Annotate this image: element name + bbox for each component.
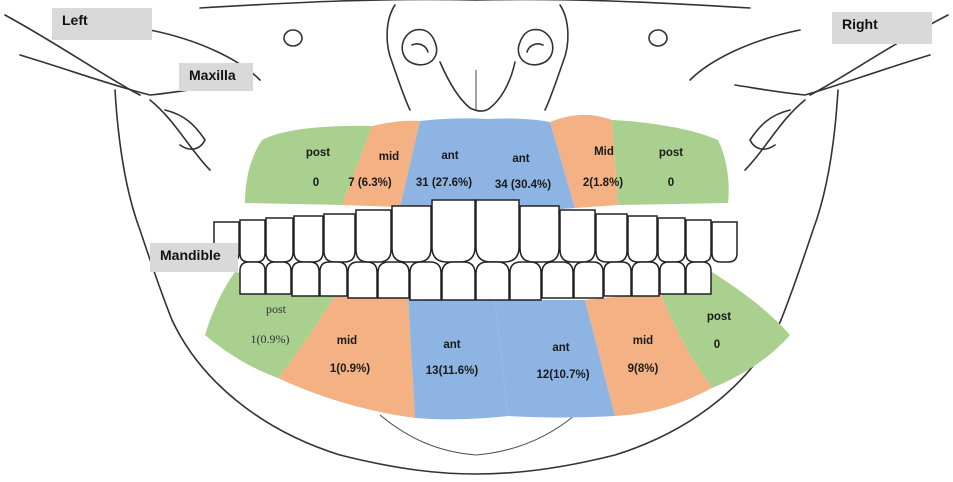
- maxilla-right-mid-name: Mid: [594, 146, 614, 158]
- maxilla-left-post-value: 0: [313, 177, 319, 189]
- maxilla-left-mid-value: 7 (6.3%): [348, 177, 392, 189]
- maxilla-right-post-region: [612, 120, 729, 205]
- maxilla-label: Maxilla: [179, 63, 253, 91]
- lower-tooth: [476, 262, 509, 300]
- lower-tooth: [686, 262, 711, 294]
- right-side-label: Right: [832, 12, 932, 44]
- lower-tooth: [266, 262, 291, 294]
- lower-tooth: [292, 262, 319, 296]
- upper-tooth: [240, 220, 265, 262]
- maxilla-right-post-name: post: [659, 147, 683, 159]
- lower-tooth: [510, 262, 541, 300]
- lower-tooth: [442, 262, 475, 300]
- nasal-aperture: [387, 5, 568, 111]
- mandible-left-post-name: post: [266, 302, 287, 316]
- mandible-left-mid-value: 1(0.9%): [330, 363, 370, 375]
- mandible-right-post-value: 0: [714, 339, 720, 351]
- maxilla-left-ant-name: ant: [441, 150, 458, 162]
- mandible-left-ant-region: [408, 296, 508, 419]
- upper-tooth: [560, 210, 595, 262]
- maxilla-left-ant-value: 31 (27.6%): [416, 177, 472, 189]
- upper-tooth: [658, 218, 685, 262]
- lower-tooth: [410, 262, 441, 300]
- mandible-right-ant-name: ant: [552, 342, 569, 354]
- mandible-label: Mandible: [150, 243, 238, 272]
- maxilla-right-mid-value: 2(1.8%): [583, 177, 623, 189]
- upper-tooth: [266, 218, 293, 262]
- maxilla-right-post-value: 0: [668, 177, 674, 189]
- upper-tooth: [324, 214, 355, 262]
- lower-tooth: [240, 262, 265, 294]
- upper-tooth: [294, 216, 323, 262]
- lower-tooth: [348, 262, 377, 298]
- lower-tooth: [320, 262, 347, 296]
- maxilla-left-mid-name: mid: [379, 151, 399, 163]
- maxilla-right-ant-value: 34 (30.4%): [495, 179, 551, 191]
- mandible-right-post-name: post: [707, 311, 731, 323]
- upper-tooth: [712, 222, 737, 262]
- lower-tooth: [660, 262, 685, 294]
- lower-tooth: [378, 262, 409, 298]
- mandible-right-ant-value: 12(10.7%): [536, 369, 589, 381]
- mandible-left-mid-name: mid: [337, 335, 357, 347]
- upper-tooth: [520, 206, 559, 262]
- lower-tooth: [542, 262, 573, 298]
- left-side-label: Left: [52, 8, 152, 40]
- mandible-right-mid-value: 9(8%): [628, 363, 659, 375]
- upper-tooth: [596, 214, 627, 262]
- maxilla-left-post-name: post: [306, 147, 330, 159]
- lower-tooth: [604, 262, 631, 296]
- upper-tooth: [476, 200, 519, 262]
- mandible-right-mid-name: mid: [633, 335, 653, 347]
- upper-tooth: [628, 216, 657, 262]
- maxilla-regions: [245, 115, 729, 214]
- upper-tooth: [392, 206, 431, 262]
- lower-tooth: [632, 262, 659, 296]
- lower-teeth: [240, 262, 711, 300]
- upper-teeth: [214, 200, 737, 262]
- orbit-marks: [284, 30, 667, 46]
- maxilla-right-ant-name: ant: [512, 153, 529, 165]
- mandible-left-post-value: 1(0.9%): [251, 332, 290, 346]
- mandible-left-ant-value: 13(11.6%): [426, 365, 479, 377]
- lower-tooth: [574, 262, 603, 298]
- upper-tooth: [356, 210, 391, 262]
- upper-tooth: [686, 220, 711, 262]
- mandible-left-ant-name: ant: [443, 339, 460, 351]
- upper-tooth: [432, 200, 475, 262]
